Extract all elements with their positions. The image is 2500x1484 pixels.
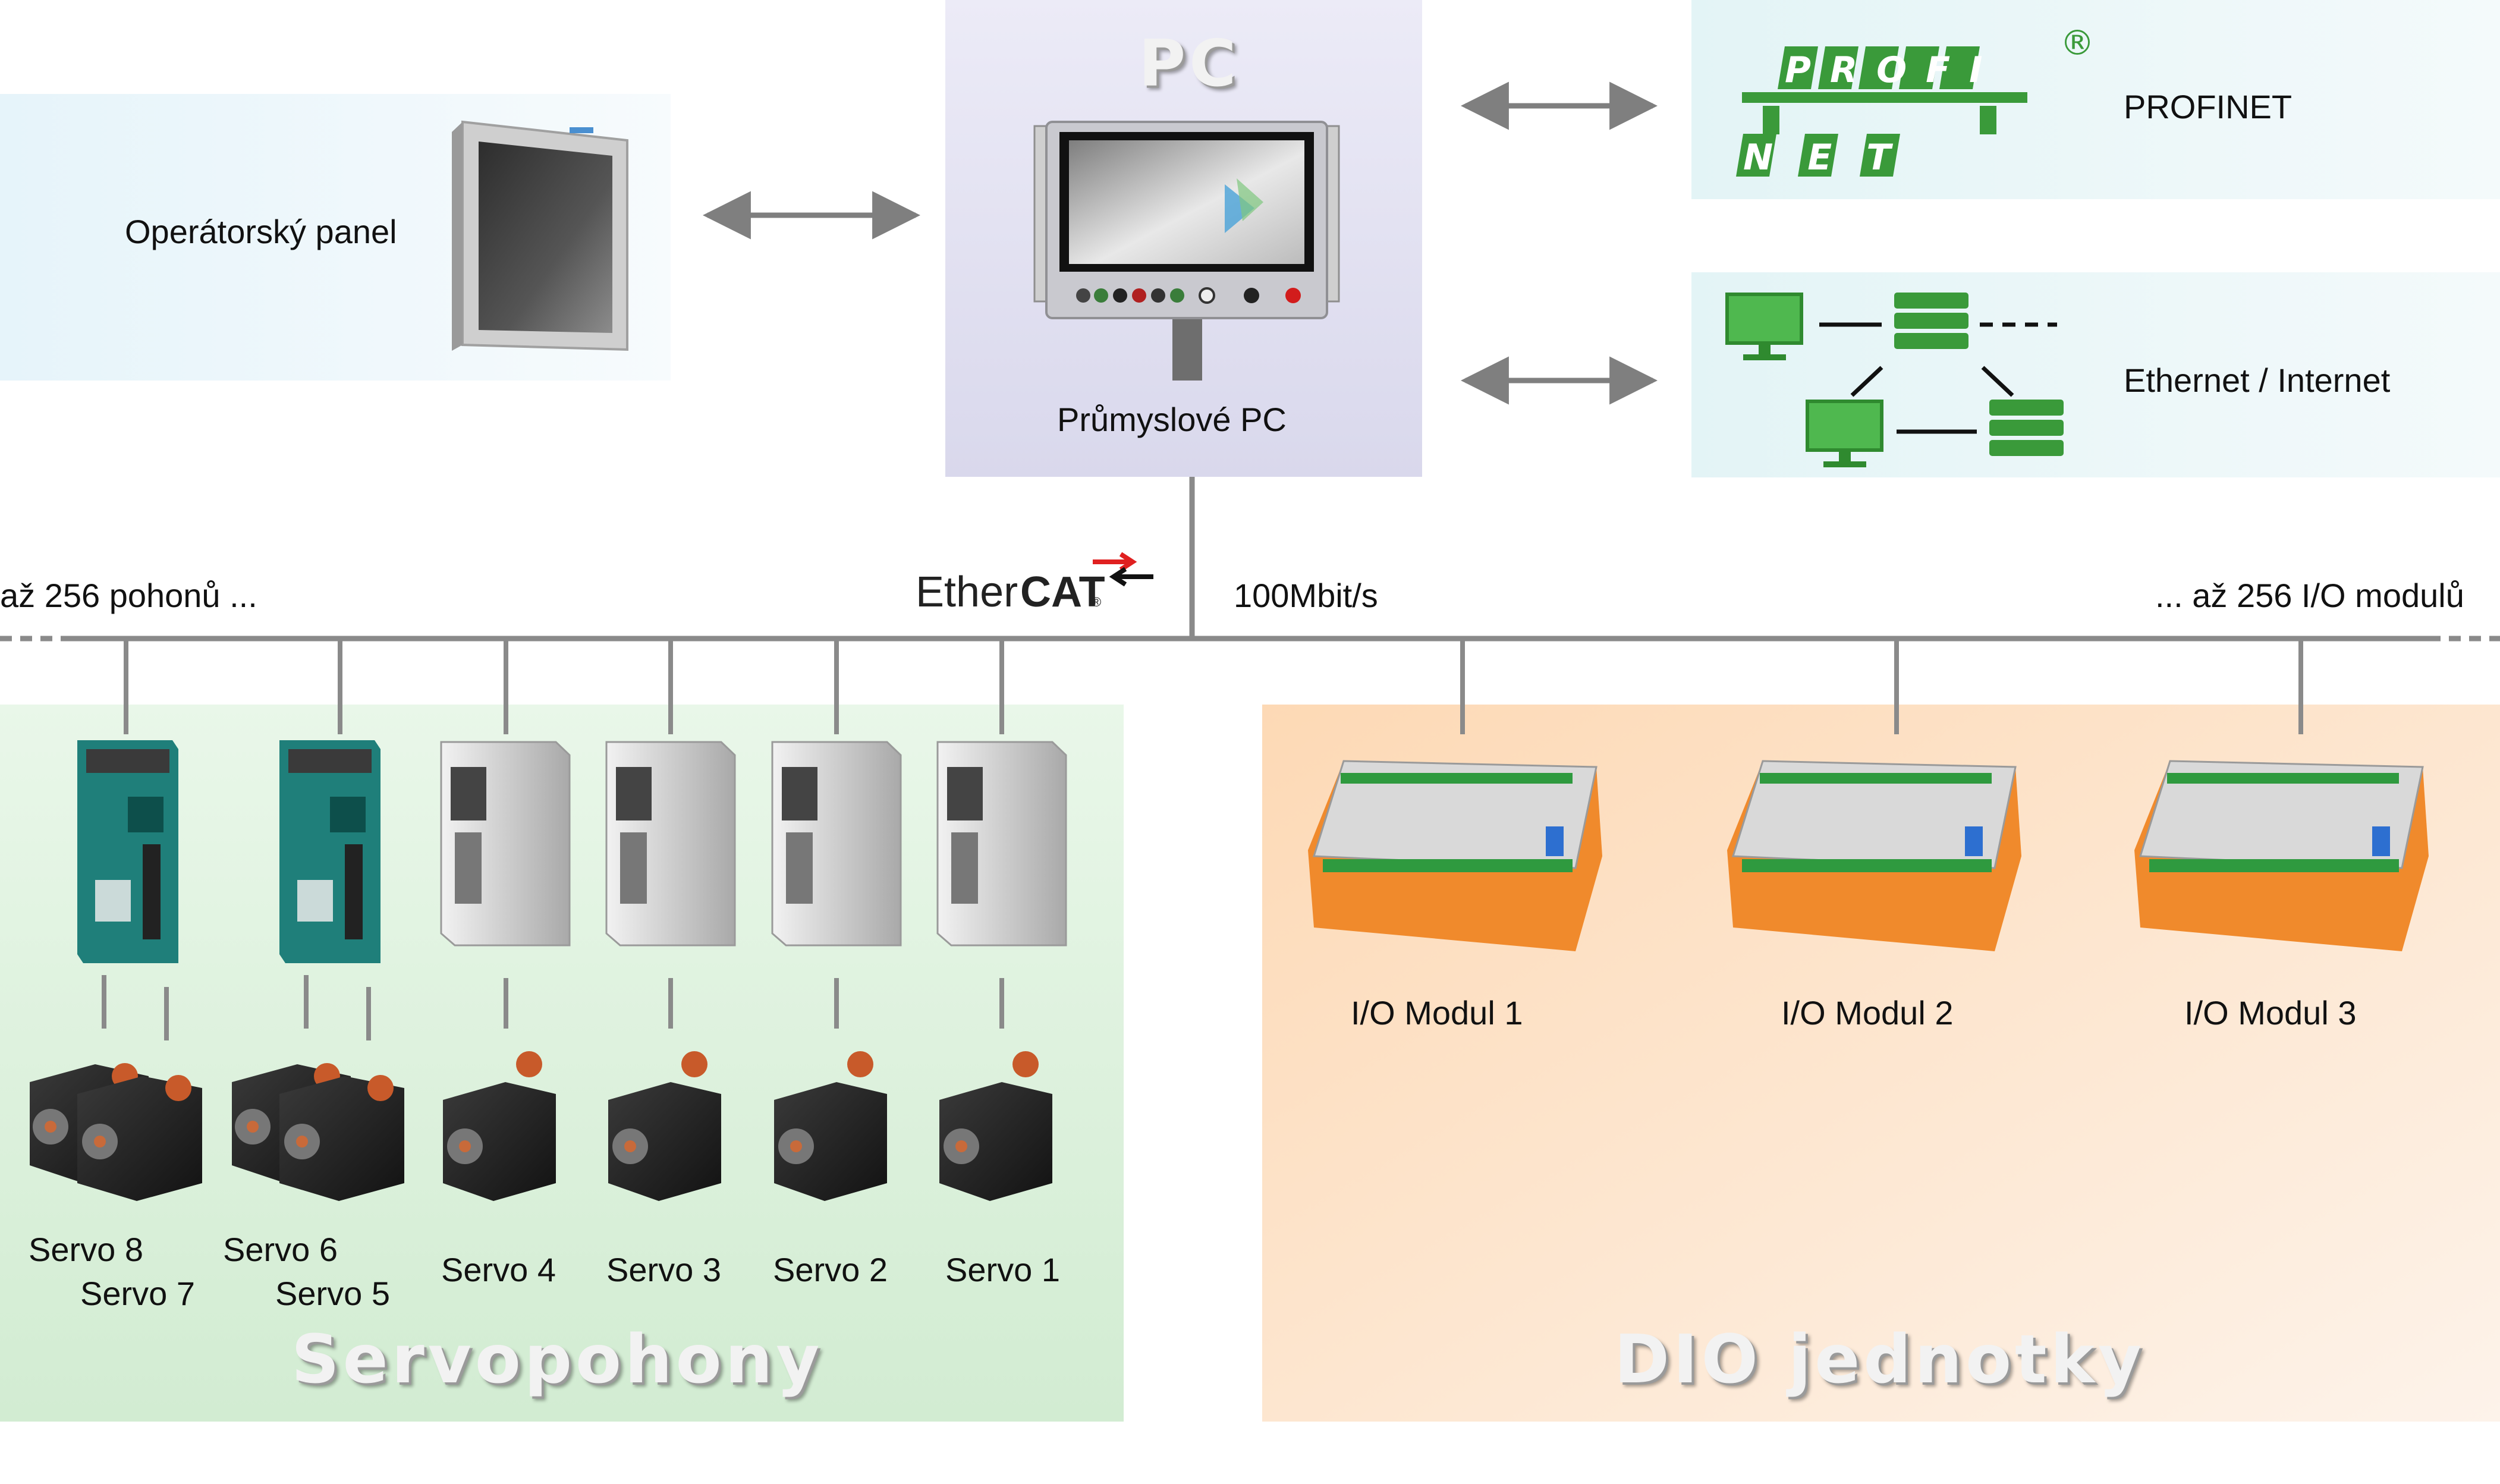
pc-label: Průmyslové PC: [1057, 401, 1287, 438]
io-module-label: I/O Modul 3: [2184, 994, 2357, 1032]
servo-label: Servo 7: [80, 1275, 195, 1312]
servo-drive-grey: [771, 741, 902, 947]
servo-drive-grey: [936, 741, 1067, 947]
profinet-logo: PROFI NET ®: [1736, 23, 2095, 178]
motor-cables: [102, 975, 1004, 1040]
bus-left-note: až 256 pohonů ...: [0, 577, 257, 614]
ethernet-label: Ethernet / Internet: [2124, 361, 2391, 399]
servo-bus-drops: [124, 641, 1004, 734]
servo-motor: [279, 1075, 404, 1201]
servo-motor: [77, 1075, 202, 1201]
servo-drive-grey: [605, 741, 736, 947]
io-module-label: I/O Modul 2: [1781, 994, 1954, 1032]
profinet-label: PROFINET: [2124, 88, 2293, 125]
servo-label: Servo 6: [223, 1231, 338, 1268]
server-icon: [1894, 293, 1968, 349]
pc-header: PC: [1139, 27, 1240, 101]
io-module-image: [1308, 760, 1602, 951]
profinet-logo-top-text: PROFI: [1785, 49, 2002, 91]
ethercat-registered-mark: ®: [1092, 595, 1101, 609]
dio-group-title: DIO jednotky: [1614, 1321, 2146, 1398]
servo-label: Servo 4: [441, 1251, 556, 1288]
ethercat-logo-cat: CAT: [1020, 568, 1105, 616]
operator-panel-label: Operátorský panel: [125, 213, 397, 250]
bus-right-note: ... až 256 I/O modulů: [2155, 577, 2464, 614]
servo-drive-grey: [440, 741, 571, 947]
servo-group-title: Servopohony: [291, 1321, 823, 1398]
io-module-label: I/O Modul 1: [1351, 994, 1523, 1032]
ethercat-logo: Ether CAT ®: [916, 552, 1153, 616]
operator-panel-image: [452, 120, 628, 351]
servo-label: Servo 2: [773, 1251, 888, 1288]
servo-drive-teal: [279, 740, 380, 963]
servo-label: Servo 8: [29, 1231, 143, 1268]
servo-motor: [774, 1051, 887, 1201]
ethercat-logo-ether: Ether: [916, 568, 1018, 616]
servo-label: Servo 5: [275, 1275, 390, 1312]
servo-label: Servo 1: [945, 1251, 1060, 1288]
servo-motor: [443, 1051, 556, 1201]
servo-label: Servo 3: [606, 1251, 721, 1288]
servo-motor: [608, 1051, 721, 1201]
computer-icon: [1806, 400, 1883, 467]
industrial-pc-image: [1033, 121, 1340, 381]
server-icon: [1989, 400, 2064, 456]
servo-motor: [939, 1051, 1052, 1201]
ethernet-network-image: [1725, 293, 2064, 467]
bus-speed-label: 100Mbit/s: [1234, 577, 1378, 614]
computer-icon: [1725, 293, 1803, 360]
io-bus-drops: [1460, 641, 2303, 734]
profinet-registered-mark: ®: [2060, 23, 2095, 63]
io-module-image: [2134, 760, 2429, 951]
profinet-logo-bottom-text: NET: [1743, 137, 1925, 178]
servo-drive-teal: [77, 740, 178, 963]
io-module-image: [1727, 760, 2021, 951]
